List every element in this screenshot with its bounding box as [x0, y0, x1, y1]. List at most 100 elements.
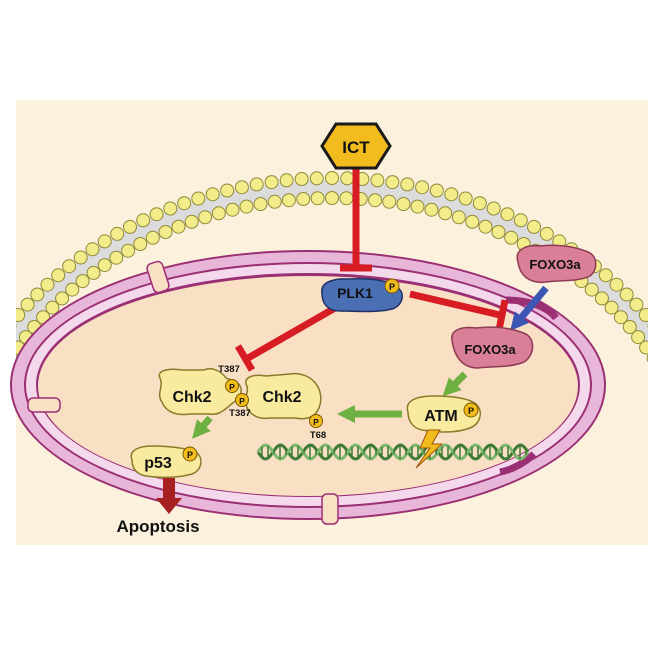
lipid-head	[240, 200, 253, 213]
lipid-head	[98, 235, 111, 248]
foxo3a-nucleus: FOXO3a	[452, 327, 533, 368]
atm-label: ATM	[424, 408, 457, 425]
lipid-head	[466, 215, 479, 228]
lipid-head	[226, 203, 239, 216]
lipid-head	[3, 319, 16, 332]
lipid-head	[134, 238, 147, 251]
lipid-head	[137, 214, 150, 227]
p53-label: p53	[144, 455, 172, 472]
site-t387-top: T387	[218, 364, 240, 375]
lipid-head	[199, 211, 212, 224]
lipid-head	[326, 172, 339, 185]
protein-p53: p53 P	[131, 446, 201, 477]
lipid-head	[122, 244, 135, 257]
lipid-head	[452, 211, 465, 224]
lipid-head	[86, 243, 99, 256]
lipid-head	[371, 174, 384, 187]
lipid-head	[479, 220, 492, 233]
lipid-head	[192, 192, 205, 205]
protein-atm: ATM P	[407, 396, 480, 432]
lipid-head	[282, 194, 295, 207]
lipid-head	[66, 283, 79, 296]
lipid-head	[159, 226, 172, 239]
lipid-head	[146, 231, 159, 244]
lipid-head	[599, 269, 612, 282]
foxo3a-nucleus-label: FOXO3a	[464, 342, 516, 357]
site-t387-bottom: T387	[229, 408, 251, 419]
lipid-head	[280, 174, 293, 187]
lipid-head	[610, 278, 623, 291]
phospho-p53-label: P	[187, 450, 193, 460]
lipid-head	[383, 195, 396, 208]
lipid-head	[397, 198, 410, 211]
lipid-head	[640, 341, 653, 354]
lipid-head	[425, 203, 438, 216]
lipid-head	[386, 176, 399, 189]
lipid-head	[150, 208, 163, 221]
lipid-head	[124, 220, 137, 233]
phospho-plk1-label: P	[389, 282, 395, 292]
lipid-head	[52, 269, 65, 282]
lipid-head	[445, 188, 458, 201]
lipid-head	[178, 197, 191, 210]
protein-plk1: PLK1 P	[322, 279, 402, 312]
lipid-head	[340, 192, 353, 205]
lipid-head	[311, 192, 324, 205]
lipid-head	[401, 178, 414, 191]
lipid-head	[430, 184, 443, 197]
lipid-head	[369, 194, 382, 207]
drug-ict: ICT	[322, 124, 390, 168]
lipid-head	[206, 188, 219, 201]
lipid-head	[439, 207, 452, 220]
lipid-head	[12, 309, 25, 322]
lipid-head	[265, 176, 278, 189]
lipid-head	[111, 227, 124, 240]
lipid-head	[76, 275, 89, 288]
nuclear-pore	[28, 398, 60, 412]
lipid-head	[473, 197, 486, 210]
lipid-head	[250, 178, 263, 191]
lipid-head	[63, 260, 76, 273]
lipid-head	[459, 192, 472, 205]
foxo3a-cytoplasm: FOXO3a	[517, 245, 596, 282]
lipid-head	[74, 251, 87, 264]
lipid-head	[310, 172, 323, 185]
protein-chk2-right: Chk2	[246, 374, 321, 419]
phospho-atm-label: P	[468, 406, 474, 416]
lipid-head	[487, 202, 500, 215]
lipid-head	[416, 181, 429, 194]
lipid-head	[648, 319, 661, 332]
lipid-head	[647, 352, 660, 365]
lipid-head	[528, 220, 541, 233]
phospho-chk2-t68-label: P	[313, 417, 319, 427]
lipid-head	[297, 193, 310, 206]
lipid-head	[639, 309, 652, 322]
lipid-head	[295, 173, 308, 186]
lipid-head	[341, 172, 354, 185]
lipid-head	[654, 363, 664, 376]
chk2-left-label: Chk2	[172, 389, 211, 406]
lipid-head	[268, 195, 281, 208]
lipid-head	[87, 266, 100, 279]
lipid-head	[254, 198, 267, 211]
lipid-head	[110, 251, 123, 264]
lipid-head	[41, 278, 54, 291]
lipid-head	[326, 192, 339, 205]
drug-label: ICT	[342, 138, 370, 157]
foxo3a-cytoplasm-label: FOXO3a	[529, 257, 581, 272]
lipid-head	[501, 208, 514, 221]
lipid-head	[31, 288, 44, 301]
lipid-head	[172, 220, 185, 233]
lipid-head	[235, 181, 248, 194]
lipid-head	[21, 298, 34, 311]
lipid-head	[505, 231, 518, 244]
lipid-head	[98, 259, 111, 272]
lipid-head	[540, 227, 553, 240]
lipid-head	[212, 207, 225, 220]
nuclear-pore	[322, 494, 338, 524]
lipid-head	[620, 288, 633, 301]
apoptosis-label: Apoptosis	[116, 517, 199, 536]
lipid-head	[0, 363, 10, 376]
